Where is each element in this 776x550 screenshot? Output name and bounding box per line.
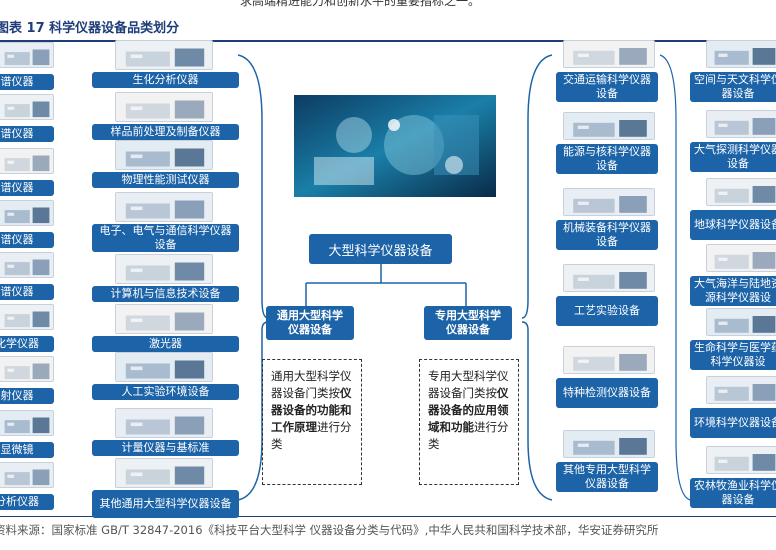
special-category-box: 专用大型科学仪器设备 bbox=[424, 306, 512, 340]
instrument-photo bbox=[563, 346, 655, 374]
right-item-label: 机械装备科学仪器设备 bbox=[556, 220, 658, 250]
far-right-item-label: 空间与天文科学仪器设备 bbox=[690, 72, 776, 102]
instrument-photo bbox=[115, 192, 213, 222]
left-item-label: 生化分析仪器 bbox=[92, 72, 239, 88]
lab-collage-image bbox=[294, 95, 496, 197]
instrument-photo bbox=[706, 178, 776, 206]
instrument-photo bbox=[563, 188, 655, 216]
far-right-item-label: 生命科学与医学药科学仪器设 bbox=[690, 340, 776, 370]
instrument-photo bbox=[0, 252, 54, 278]
far-left-item-label: 射仪器 bbox=[0, 388, 54, 404]
left-item-label: 其他通用大型科学仪器设备 bbox=[92, 490, 239, 518]
instrument-photo bbox=[0, 200, 54, 226]
far-left-item-label: 显微镜 bbox=[0, 442, 54, 458]
left-item-label: 人工实验环境设备 bbox=[92, 384, 239, 400]
instrument-photo bbox=[706, 110, 776, 138]
instrument-photo bbox=[563, 430, 655, 458]
far-right-item-label: 大气海洋与陆地资源科学仪器设 bbox=[690, 276, 776, 306]
instrument-photo bbox=[0, 304, 54, 330]
source-note: 资料来源：国家标准 GB/T 32847-2016《科技平台大型科学 仪器设备分… bbox=[0, 522, 658, 538]
instrument-photo bbox=[706, 308, 776, 336]
instrument-photo bbox=[115, 92, 213, 122]
instrument-photo bbox=[706, 376, 776, 404]
far-left-item-label: 谱仪器 bbox=[0, 126, 54, 142]
special-description: 专用大型科学仪器设备门类按仪器设备的应用领域和功能进行分类 bbox=[419, 359, 519, 485]
instrument-photo bbox=[115, 40, 213, 70]
instrument-photo bbox=[0, 42, 54, 68]
instrument-photo bbox=[563, 264, 655, 292]
far-left-item-label: 谱仪器 bbox=[0, 180, 54, 196]
instrument-photo bbox=[0, 356, 54, 382]
right-item-label: 其他专用大型科学仪器设备 bbox=[556, 462, 658, 492]
right-item-label: 特种检测仪器设备 bbox=[556, 378, 658, 408]
instrument-photo bbox=[563, 40, 655, 68]
instrument-photo bbox=[0, 94, 54, 120]
instrument-photo bbox=[706, 446, 776, 474]
left-item-label: 物理性能测试仪器 bbox=[92, 172, 239, 188]
instrument-photo bbox=[0, 462, 54, 488]
left-item-label: 计量仪器与基标准 bbox=[92, 440, 239, 456]
far-right-item-label: 环境科学仪器设备 bbox=[690, 408, 776, 438]
far-right-item-label: 大气探测科学仪器设备 bbox=[690, 142, 776, 172]
left-item-label: 电子、电气与通信科学仪器设备 bbox=[92, 224, 239, 252]
left-item-label: 激光器 bbox=[92, 336, 239, 352]
instrument-photo bbox=[115, 254, 213, 284]
instrument-photo bbox=[115, 352, 213, 382]
instrument-photo bbox=[115, 408, 213, 438]
left-item-label: 样品前处理及制备仪器 bbox=[92, 124, 239, 140]
general-category-box: 通用大型科学仪器设备 bbox=[266, 306, 354, 340]
right-item-label: 工艺实验设备 bbox=[556, 296, 658, 326]
right-item-label: 能源与核科学仪器设备 bbox=[556, 144, 658, 174]
instrument-photo bbox=[115, 304, 213, 334]
far-left-item-label: 谱仪器 bbox=[0, 74, 54, 90]
instrument-photo bbox=[0, 410, 54, 436]
instrument-photo bbox=[706, 244, 776, 272]
far-left-item-label: 谱仪器 bbox=[0, 232, 54, 248]
general-description: 通用大型科学仪器设备门类按仪器设备的功能和工作原理进行分类 bbox=[262, 359, 362, 485]
main-category-box: 大型科学仪器设备 bbox=[309, 234, 452, 264]
instrument-photo bbox=[115, 458, 213, 488]
far-left-item-label: 分析仪器 bbox=[0, 494, 54, 510]
far-right-item-label: 地球科学仪器设备 bbox=[690, 210, 776, 240]
right-item-label: 交通运输科学仪器设备 bbox=[556, 72, 658, 102]
instrument-photo bbox=[0, 148, 54, 174]
far-left-item-label: 谱仪器 bbox=[0, 284, 54, 300]
instrument-photo bbox=[563, 112, 655, 140]
instrument-photo bbox=[706, 40, 776, 68]
far-right-item-label: 农林牧渔业科学仪器设备 bbox=[690, 478, 776, 508]
instrument-photo bbox=[115, 140, 213, 170]
far-left-item-label: 化学仪器 bbox=[0, 336, 54, 352]
left-item-label: 计算机与信息技术设备 bbox=[92, 286, 239, 302]
